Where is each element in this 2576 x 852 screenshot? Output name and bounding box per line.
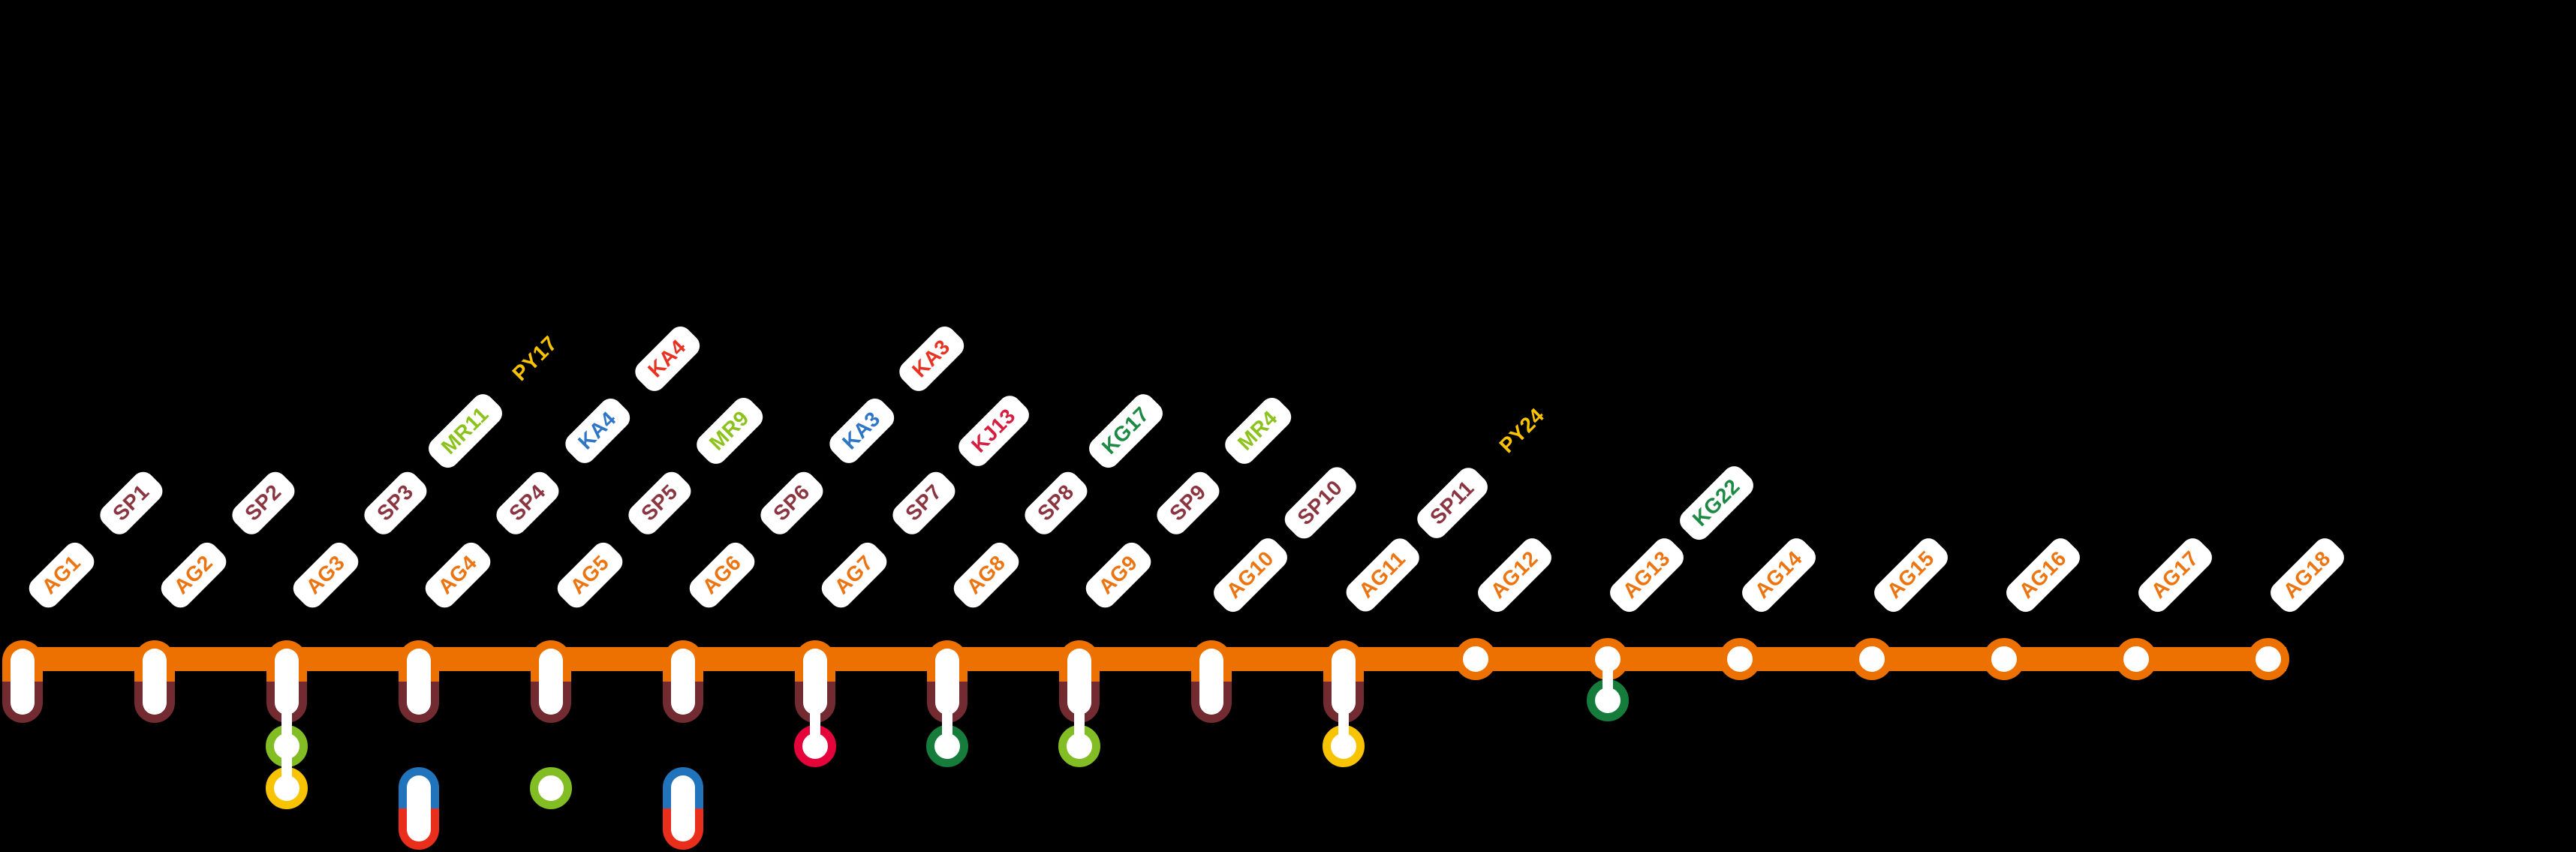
station-AG1-marker-fill: [11, 649, 35, 715]
station-AG6-marker-fill: [671, 649, 695, 715]
station-AG4-marker[interactable]: [399, 640, 439, 723]
station-AG18-marker[interactable]: [2247, 638, 2289, 680]
label-KG22[interactable]: KG22: [1675, 461, 1759, 545]
station-AG16-marker[interactable]: [1983, 638, 2025, 680]
label-SP3[interactable]: SP3: [360, 467, 432, 539]
station-AG2-marker[interactable]: [134, 640, 175, 723]
label-KJ13[interactable]: KJ13: [954, 391, 1034, 471]
station-AG8-transfer-connector: [942, 697, 952, 751]
station-AG5-marker-fill: [539, 649, 563, 715]
metro-line-AG: [12, 647, 2286, 671]
label-SP5[interactable]: SP5: [624, 467, 696, 539]
label-AG8[interactable]: AG8: [949, 537, 1024, 613]
station-AG17-marker[interactable]: [2115, 638, 2157, 680]
label-AG12[interactable]: AG12: [1473, 533, 1557, 617]
label-KG17[interactable]: KG17: [1084, 389, 1168, 473]
label-AG11[interactable]: AG11: [1341, 534, 1424, 616]
label-SP8[interactable]: SP8: [1020, 467, 1092, 539]
transfer-pill-fill: [407, 775, 431, 841]
station-AG14-marker[interactable]: [1719, 638, 1761, 680]
label-AG13[interactable]: AG13: [1605, 533, 1689, 617]
label-AG6[interactable]: AG6: [685, 537, 760, 613]
label-KA4[interactable]: KA4: [561, 394, 634, 468]
station-AG10-marker-fill: [1199, 649, 1223, 715]
label-AG1[interactable]: AG1: [24, 537, 99, 613]
label-AG16[interactable]: AG16: [2001, 533, 2085, 617]
station-AG4-marker-fill: [407, 649, 431, 715]
label-SP2[interactable]: SP2: [227, 467, 299, 539]
label-SP11[interactable]: SP11: [1413, 463, 1492, 543]
transfer-ka_blue-ka_red-pill: [663, 767, 703, 850]
transfer-ka_blue-ka_red-pill: [399, 767, 439, 850]
transfer-mr-ring: [530, 767, 572, 809]
label-KA3[interactable]: KA3: [825, 394, 898, 468]
station-AG7-transfer-connector: [810, 697, 820, 751]
label-AG7[interactable]: AG7: [817, 537, 892, 613]
station-AG12-marker[interactable]: [1455, 638, 1497, 680]
label-SP9[interactable]: SP9: [1152, 467, 1224, 539]
label-AG10[interactable]: AG10: [1208, 533, 1293, 617]
label-SP6[interactable]: SP6: [756, 467, 828, 539]
station-AG1-marker[interactable]: [2, 640, 43, 723]
label-PY17[interactable]: PY17: [507, 331, 562, 386]
station-AG11-transfer-connector: [1338, 697, 1349, 751]
label-PY24[interactable]: PY24: [1494, 403, 1549, 458]
station-AG5-marker[interactable]: [531, 640, 571, 723]
transfer-pill-fill: [671, 775, 695, 841]
station-AG13-transfer-connector: [1602, 655, 1613, 706]
label-AG5[interactable]: AG5: [552, 537, 627, 613]
label-AG18[interactable]: AG18: [2265, 533, 2349, 617]
label-AG2[interactable]: AG2: [156, 537, 231, 613]
label-MR4[interactable]: MR4: [1220, 393, 1296, 469]
label-KA3[interactable]: KA3: [895, 322, 968, 396]
label-KA4[interactable]: KA4: [630, 322, 704, 396]
label-SP7[interactable]: SP7: [888, 467, 960, 539]
label-SP4[interactable]: SP4: [492, 467, 564, 539]
label-SP10[interactable]: SP10: [1280, 462, 1361, 543]
label-AG17[interactable]: AG17: [2133, 533, 2217, 617]
label-MR11[interactable]: MR11: [423, 389, 507, 473]
station-AG3-transfer-connector: [281, 697, 292, 793]
station-AG10-marker[interactable]: [1191, 640, 1232, 723]
label-AG14[interactable]: AG14: [1737, 533, 1821, 617]
station-AG9-transfer-connector: [1074, 697, 1085, 751]
label-AG4[interactable]: AG4: [420, 537, 495, 613]
station-AG6-marker[interactable]: [663, 640, 703, 723]
station-AG2-marker-fill: [143, 649, 167, 715]
label-MR9[interactable]: MR9: [691, 393, 768, 469]
label-AG15[interactable]: AG15: [1869, 533, 1953, 617]
label-AG3[interactable]: AG3: [288, 537, 363, 613]
label-AG9[interactable]: AG9: [1081, 537, 1156, 613]
label-SP1[interactable]: SP1: [95, 467, 167, 539]
station-AG15-marker[interactable]: [1851, 638, 1893, 680]
